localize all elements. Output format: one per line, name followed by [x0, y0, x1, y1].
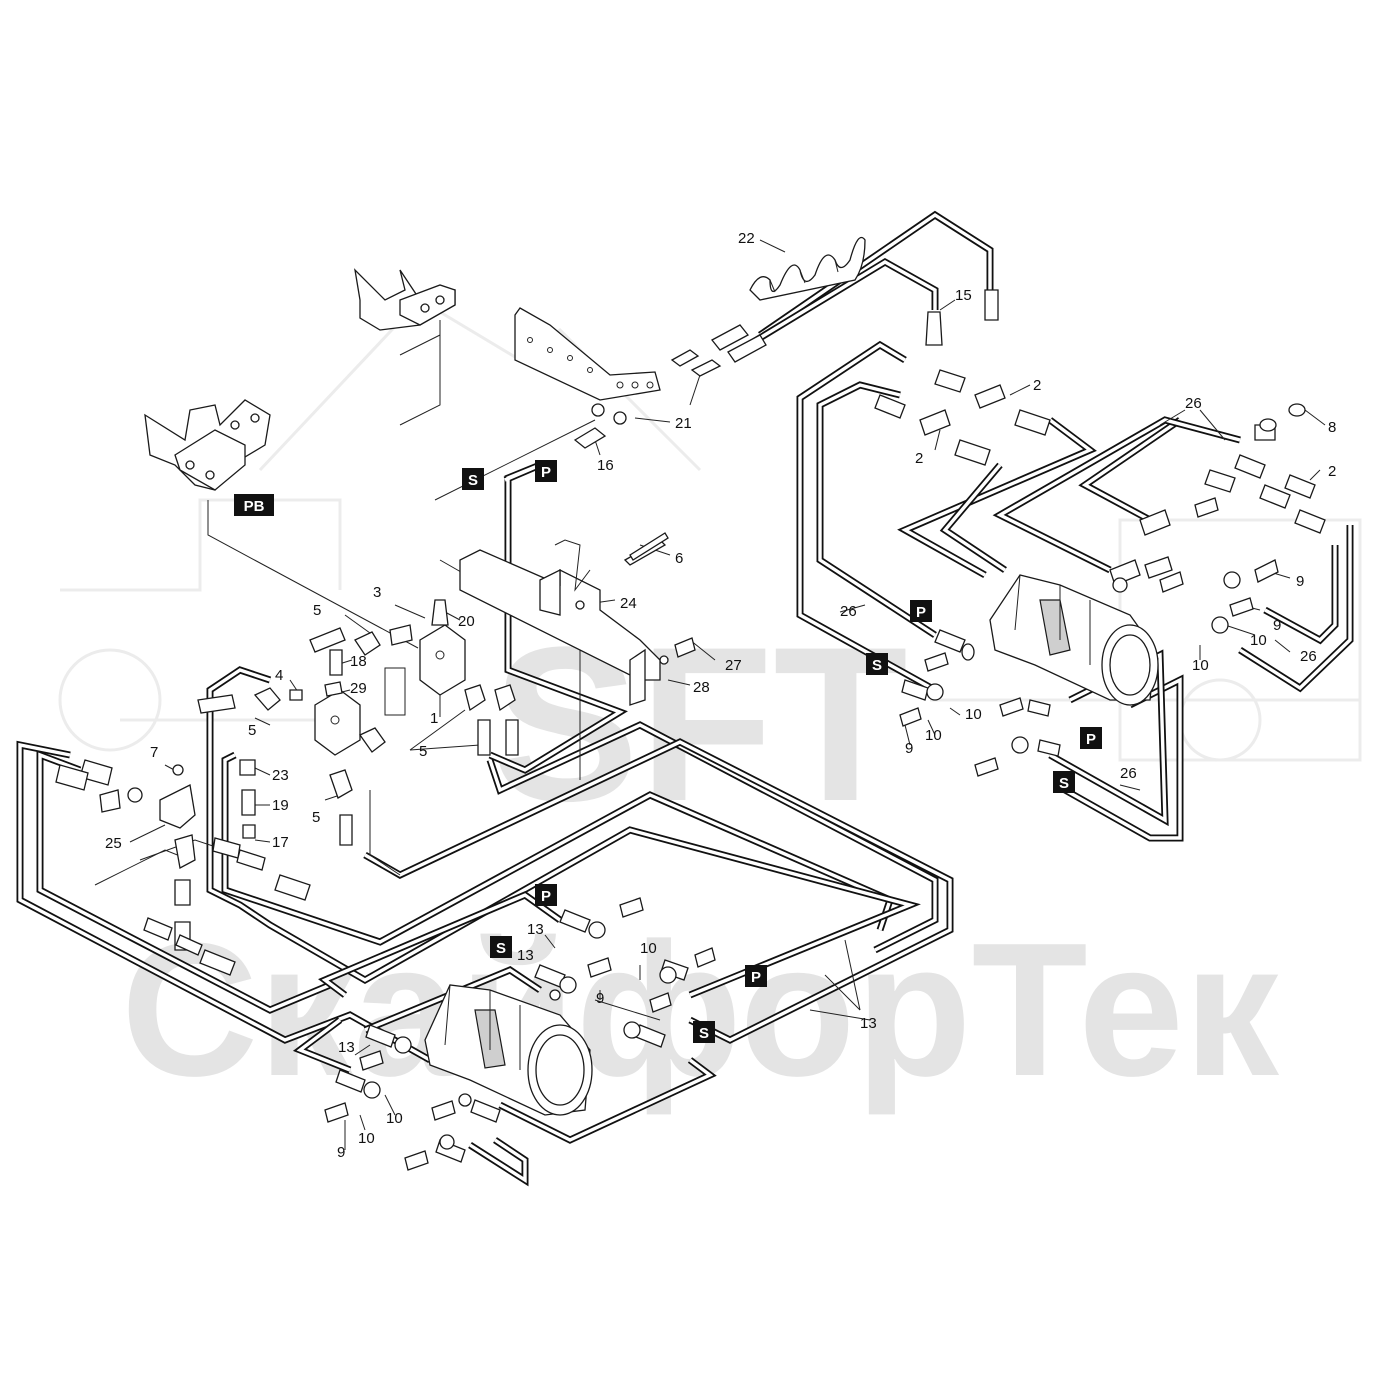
- pedal-valve-bracket: [144, 399, 271, 491]
- upper-fittings: [573, 324, 767, 449]
- lower-pump-fittings: [324, 897, 716, 1171]
- tag-pb: PB: [244, 498, 265, 515]
- callout-9: 9: [1273, 617, 1281, 634]
- callout-15: 15: [955, 287, 972, 304]
- callout-23: 23: [272, 767, 289, 784]
- callout-6: 6: [675, 550, 683, 567]
- tag-s: S: [699, 1025, 709, 1042]
- callout-24: 24: [620, 595, 637, 612]
- tag-p: P: [541, 888, 551, 905]
- tag-s: S: [496, 940, 506, 957]
- watermark-logo: SFT: [492, 601, 908, 847]
- callout-5: 5: [313, 602, 321, 619]
- callout-2: 2: [915, 450, 923, 467]
- callout-10: 10: [1192, 657, 1209, 674]
- pump-upper-right: [989, 574, 1159, 706]
- callout-10: 10: [1250, 632, 1267, 649]
- callout-17: 17: [272, 834, 289, 851]
- callout-8: 8: [1328, 419, 1336, 436]
- parts: [55, 236, 1326, 1171]
- tag-s: S: [1059, 775, 1069, 792]
- callout-2: 2: [1328, 463, 1336, 480]
- upper-pump-fittings: [899, 559, 1279, 777]
- washer-28: [659, 655, 669, 665]
- bolt-27: [674, 637, 696, 658]
- callout-5: 5: [419, 743, 427, 760]
- callout-4: 4: [275, 667, 283, 684]
- callout-9: 9: [1296, 573, 1304, 590]
- callout-28: 28: [693, 679, 710, 696]
- callout-29: 29: [350, 680, 367, 697]
- left-manifold: [55, 759, 311, 976]
- tag-s: S: [872, 657, 882, 674]
- callout-1: 1: [430, 710, 438, 727]
- callout-22: 22: [738, 230, 755, 247]
- mounting-plate: [514, 307, 661, 401]
- callout-7: 7: [150, 744, 158, 761]
- callout-26: 26: [1300, 648, 1317, 665]
- callout-26: 26: [1120, 765, 1137, 782]
- callout-16: 16: [597, 457, 614, 474]
- callout-10: 10: [965, 706, 982, 723]
- callout-13: 13: [338, 1039, 355, 1056]
- callouts: 22 15 2 2 26 8 2 21 16 6 24 27 28 3 20 5…: [105, 230, 1336, 1161]
- callout-26: 26: [1185, 395, 1202, 412]
- callout-21: 21: [675, 415, 692, 432]
- callout-10: 10: [925, 727, 942, 744]
- valve-block: [197, 599, 519, 846]
- callout-18: 18: [350, 653, 367, 670]
- tag-p: P: [916, 604, 926, 621]
- tag-s: S: [468, 472, 478, 489]
- callout-10: 10: [386, 1110, 403, 1127]
- callout-26: 26: [840, 603, 857, 620]
- callout-9: 9: [905, 740, 913, 757]
- callout-5: 5: [312, 809, 320, 826]
- right-fittings: [874, 289, 1326, 586]
- bolt-6: [629, 532, 669, 561]
- tag-p: P: [751, 969, 761, 986]
- spring-clips: [749, 236, 866, 301]
- callout-20: 20: [458, 613, 475, 630]
- callout-27: 27: [725, 657, 742, 674]
- tag-p: P: [1086, 731, 1096, 748]
- callout-9: 9: [337, 1144, 345, 1161]
- pedal-bracket: [354, 268, 456, 426]
- callout-25: 25: [105, 835, 122, 852]
- callout-13: 13: [517, 947, 534, 964]
- pump-lower-left: [424, 984, 593, 1116]
- callout-13: 13: [527, 921, 544, 938]
- callout-5: 5: [248, 722, 256, 739]
- callout-10: 10: [640, 940, 657, 957]
- callout-2: 2: [1033, 377, 1041, 394]
- callout-9: 9: [596, 990, 604, 1007]
- callout-10: 10: [358, 1130, 375, 1147]
- callout-3: 3: [373, 584, 381, 601]
- tag-p: P: [541, 464, 551, 481]
- callout-19: 19: [272, 797, 289, 814]
- callout-13: 13: [860, 1015, 877, 1032]
- port-tags: PB S P P S P S P S P S: [234, 460, 1102, 1043]
- hoses: [16, 210, 1354, 1187]
